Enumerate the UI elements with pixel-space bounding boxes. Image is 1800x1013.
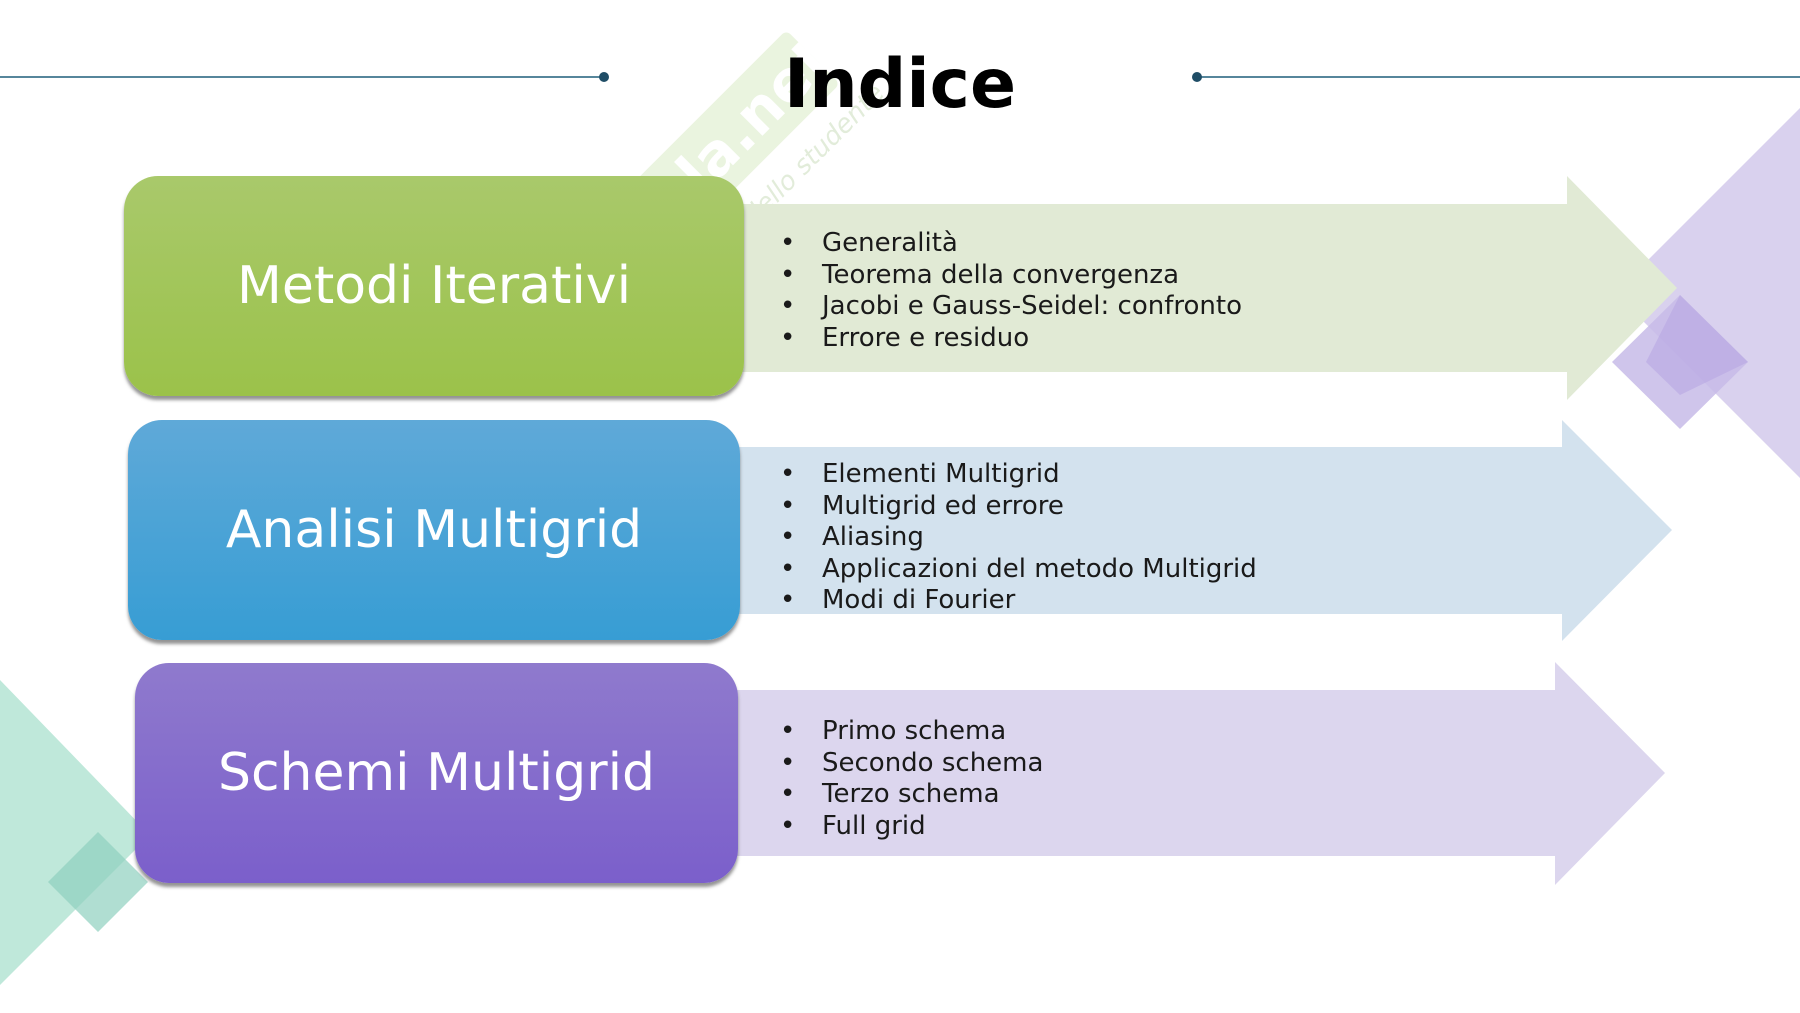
page-title: Indice	[783, 45, 1017, 124]
list-item: Full grid	[780, 811, 1043, 843]
section-pill-schemi-multigrid: Schemi Multigrid	[135, 663, 738, 883]
list-item: Teorema della convergenza	[780, 260, 1242, 292]
title-line-right-dot	[1192, 72, 1202, 82]
section-pill-analisi-multigrid: Analisi Multigrid	[128, 420, 740, 640]
deco-triangle-left	[0, 680, 150, 985]
list-item: Elementi Multigrid	[780, 459, 1257, 491]
section-label: Metodi Iterativi	[236, 256, 632, 316]
list-item: Secondo schema	[780, 748, 1043, 780]
list-item: Jacobi e Gauss-Seidel: confronto	[780, 291, 1242, 323]
list-item: Modi di Fourier	[780, 585, 1257, 617]
list-item: Multigrid ed errore	[780, 491, 1257, 523]
list-item: Primo schema	[780, 716, 1043, 748]
deco-diamond-right-inner	[1646, 295, 1748, 395]
section-list-schemi-multigrid: Primo schema Secondo schema Terzo schema…	[780, 716, 1043, 842]
list-item: Errore e residuo	[780, 323, 1242, 355]
section-list-analisi-multigrid: Elementi Multigrid Multigrid ed errore A…	[780, 459, 1257, 617]
deco-diamond-right-large	[1615, 108, 1800, 478]
title-line-left-dot	[599, 72, 609, 82]
section-pill-metodi-iterativi: Metodi Iterativi	[124, 176, 744, 396]
section-label: Analisi Multigrid	[225, 500, 643, 560]
list-item: Aliasing	[780, 522, 1257, 554]
section-list-metodi-iterativi: Generalità Teorema della convergenza Jac…	[780, 228, 1242, 354]
section-label: Schemi Multigrid	[217, 743, 656, 803]
deco-diamond-left-small	[48, 832, 148, 932]
list-item: Terzo schema	[780, 779, 1043, 811]
list-item: Applicazioni del metodo Multigrid	[780, 554, 1257, 586]
list-item: Generalità	[780, 228, 1242, 260]
